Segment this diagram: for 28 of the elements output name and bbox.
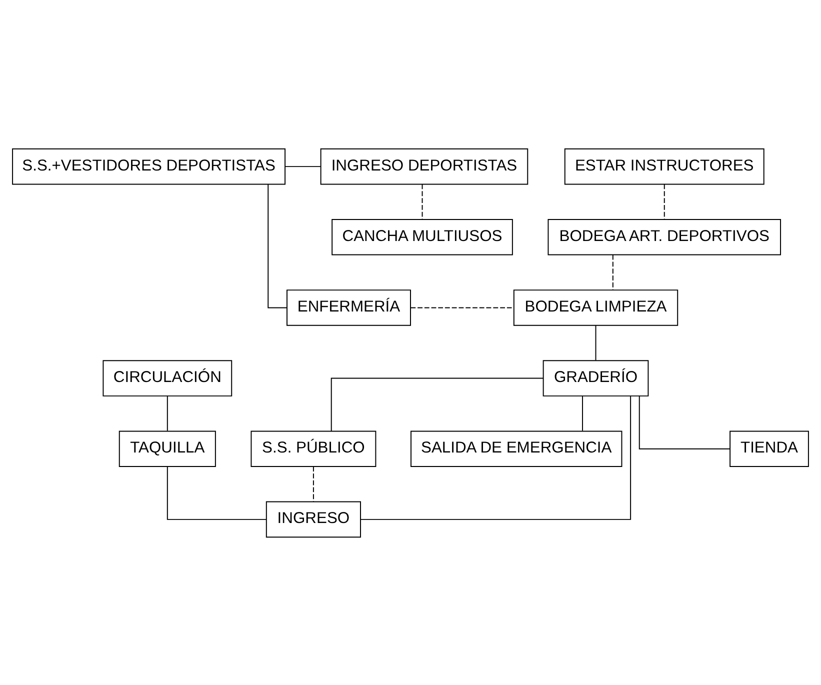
node-box: INGRESO DEPORTISTAS	[320, 148, 528, 184]
node-box: BODEGA LIMPIEZA	[513, 289, 678, 326]
node-box: S.S.+VESTIDORES DEPORTISTAS	[12, 148, 286, 184]
connector	[595, 324, 596, 360]
node-box: CIRCULACIÓN	[102, 360, 232, 396]
connector	[312, 466, 314, 502]
node-box: ESTAR INSTRUCTORES	[564, 148, 764, 184]
connector	[422, 183, 423, 220]
connector	[582, 395, 584, 431]
node-box: TIENDA	[730, 430, 809, 466]
connector	[664, 183, 665, 220]
connector	[284, 166, 322, 167]
connector	[410, 306, 514, 308]
connector	[166, 466, 267, 520]
connector	[638, 395, 730, 449]
node-box: SALIDA DE EMERGENCIA	[410, 430, 622, 466]
connector	[360, 395, 632, 520]
node-box: BODEGA ART. DEPORTIVOS	[548, 218, 782, 255]
connector	[268, 183, 288, 308]
node-box: CANCHA MULTIUSOS	[332, 218, 513, 255]
connector	[330, 377, 544, 432]
node-box: S.S. PÚBLICO	[250, 430, 376, 466]
connector	[612, 254, 614, 290]
node-box: TAQUILLA	[118, 430, 216, 466]
node-box: GRADERÍO	[542, 360, 649, 396]
node-box: ENFERMERÍA	[286, 289, 411, 326]
node-box: INGRESO	[266, 500, 361, 538]
connector	[166, 395, 168, 431]
